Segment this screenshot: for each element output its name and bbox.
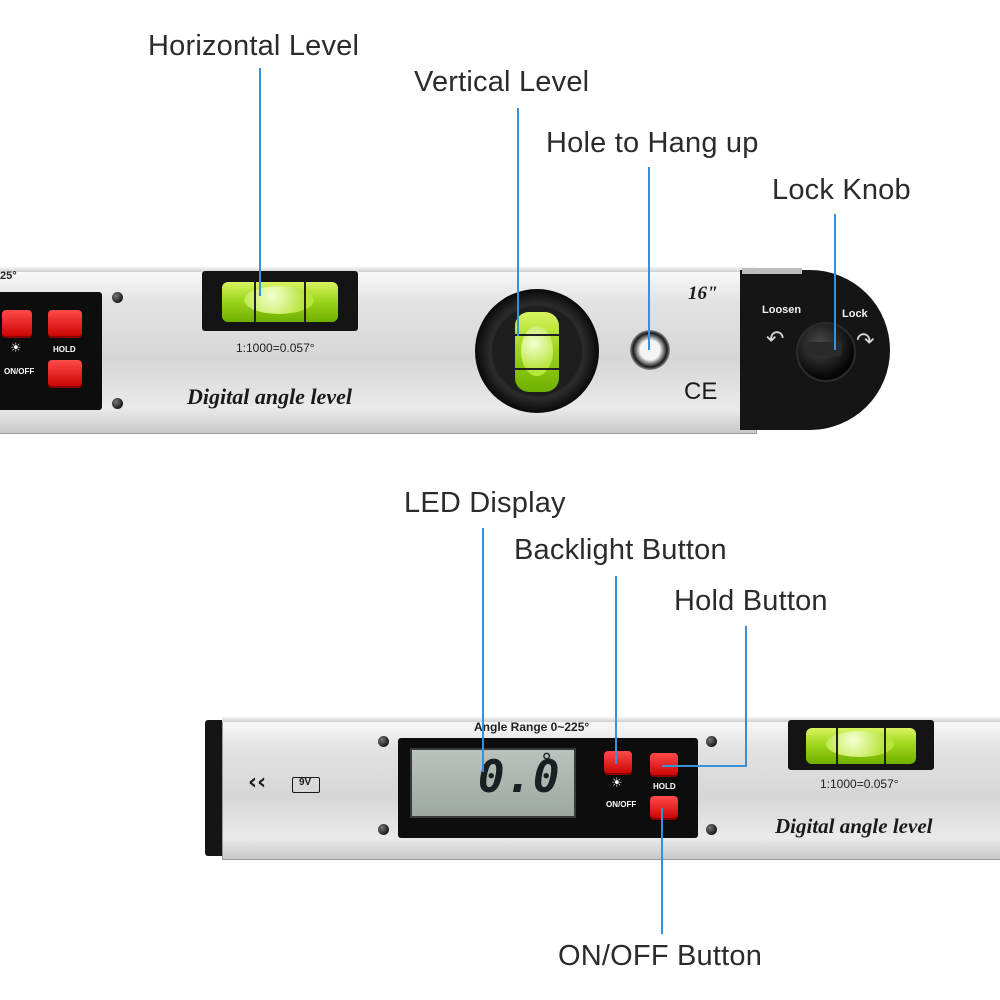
led-display xyxy=(410,748,576,818)
top-onoff-button[interactable] xyxy=(48,360,82,388)
bottom-level-top-edge xyxy=(222,716,1000,722)
callout-horizontal-level: Horizontal Level xyxy=(148,30,360,62)
screw xyxy=(112,292,123,303)
top-bulb-icon: ☀ xyxy=(10,341,22,356)
top-size-label: 16" xyxy=(688,283,718,304)
backlight-button[interactable] xyxy=(604,751,632,775)
callout-onoff-button: ON/OFF Button xyxy=(558,940,763,972)
callout-line-hold-horizontal xyxy=(662,765,747,767)
top-hold-button[interactable] xyxy=(48,310,82,338)
bottom-accuracy-text: 1:1000=0.057° xyxy=(820,777,899,791)
callout-line-led-display xyxy=(482,528,484,772)
top-range-fragment: 25° xyxy=(0,270,17,282)
top-hold-label: HOLD xyxy=(53,345,76,354)
screw xyxy=(706,736,717,747)
vial-marker xyxy=(836,728,838,764)
screw xyxy=(378,824,389,835)
callout-vertical-level: Vertical Level xyxy=(414,66,590,98)
callout-line-backlight xyxy=(615,576,617,764)
vial-marker xyxy=(304,282,306,322)
vial-marker xyxy=(884,728,886,764)
top-onoff-label: ON/OFF xyxy=(4,367,35,376)
top-backlight-button[interactable] xyxy=(2,310,32,338)
callout-led-display: LED Display xyxy=(404,487,566,519)
battery-icon xyxy=(292,777,320,793)
callout-line-hold-vertical xyxy=(745,626,747,767)
angle-range-label: Angle Range 0~225° xyxy=(474,720,590,734)
battery-label: 9V xyxy=(299,777,312,788)
top-level-top-edge xyxy=(0,266,755,272)
knob-lock-label: Lock xyxy=(842,308,868,320)
onoff-label: ON/OFF xyxy=(606,800,637,809)
screw xyxy=(112,398,123,409)
vial-marker xyxy=(515,334,559,336)
callout-hole-to-hang-up: Hole to Hang up xyxy=(546,127,759,159)
top-accuracy-text: 1:1000=0.057° xyxy=(236,341,315,355)
led-display-unit: ° xyxy=(540,750,554,775)
bottom-end-cap xyxy=(205,720,225,856)
callout-line-vertical-level xyxy=(517,108,519,336)
callout-backlight-button: Backlight Button xyxy=(514,534,727,566)
ce-mark: CE xyxy=(684,378,718,405)
led-display-value: 0.0 xyxy=(478,752,561,803)
vial-marker xyxy=(254,282,256,322)
callout-hold-button: Hold Button xyxy=(674,585,828,617)
vial-marker xyxy=(515,368,559,370)
callout-line-hole xyxy=(648,167,650,350)
top-end-bevel xyxy=(742,268,802,274)
knob-loosen-label: Loosen xyxy=(762,304,802,316)
screw xyxy=(706,824,717,835)
top-brand-text: Digital angle level xyxy=(187,384,352,409)
bulb-icon: ☀ xyxy=(611,776,623,791)
bottom-brand-text: Digital angle level xyxy=(775,814,933,838)
onoff-button[interactable] xyxy=(650,796,678,820)
lock-knob-grip xyxy=(806,342,842,356)
hold-label: HOLD xyxy=(653,782,676,791)
callout-lock-knob: Lock Knob xyxy=(772,174,911,206)
lock-arrow-icon: ↷ xyxy=(856,329,875,354)
arrow-chevron-icon: ‹‹ xyxy=(248,770,267,795)
callout-line-horizontal-level xyxy=(259,68,261,296)
callout-line-onoff xyxy=(661,808,663,934)
loosen-arrow-icon: ↶ xyxy=(766,327,785,352)
callout-line-lock-knob xyxy=(834,214,836,350)
screw xyxy=(378,736,389,747)
hang-up-hole xyxy=(630,330,670,370)
